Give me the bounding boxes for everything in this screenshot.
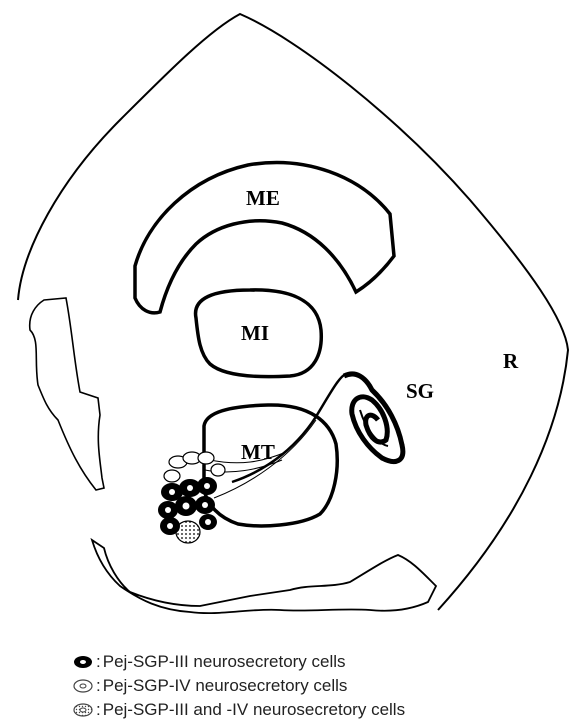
label-mt: MT (241, 440, 275, 464)
medulla-terminalis (204, 405, 337, 526)
label-sg: SG (406, 379, 434, 403)
label-mi: MI (241, 321, 269, 345)
open-cell-icon (72, 678, 94, 694)
filled-cell-icon (72, 654, 94, 670)
legend-label: Pej-SGP-III neurosecretory cells (103, 652, 346, 672)
open-cell (211, 464, 225, 476)
legend-item-sgp-iii: : Pej-SGP-III neurosecretory cells (72, 650, 562, 674)
legend-label: Pej-SGP-IV neurosecretory cells (103, 676, 348, 696)
label-r: R (503, 349, 519, 373)
legend-separator: : (96, 676, 101, 696)
left-tissue-outline (30, 298, 104, 490)
open-cell (198, 452, 214, 464)
dotted-cell-icon (72, 702, 94, 718)
dotted-cell (176, 521, 200, 543)
eyestalk-diagram: ME MI MT SG R (0, 0, 575, 630)
legend-item-sgp-iii-iv: : Pej-SGP-III and -IV neurosecretory cel… (72, 698, 562, 722)
bottom-tissue-outline (92, 540, 436, 613)
legend-separator: : (96, 700, 101, 720)
legend-separator: : (96, 652, 101, 672)
legend-item-sgp-iv: : Pej-SGP-IV neurosecretory cells (72, 674, 562, 698)
open-cell (164, 470, 180, 482)
eyestalk-outline (18, 14, 568, 610)
legend: : Pej-SGP-III neurosecretory cells : Pej… (72, 650, 562, 722)
legend-label: Pej-SGP-III and -IV neurosecretory cells (103, 700, 405, 720)
label-me: ME (246, 186, 280, 210)
sinus-gland (344, 374, 403, 462)
